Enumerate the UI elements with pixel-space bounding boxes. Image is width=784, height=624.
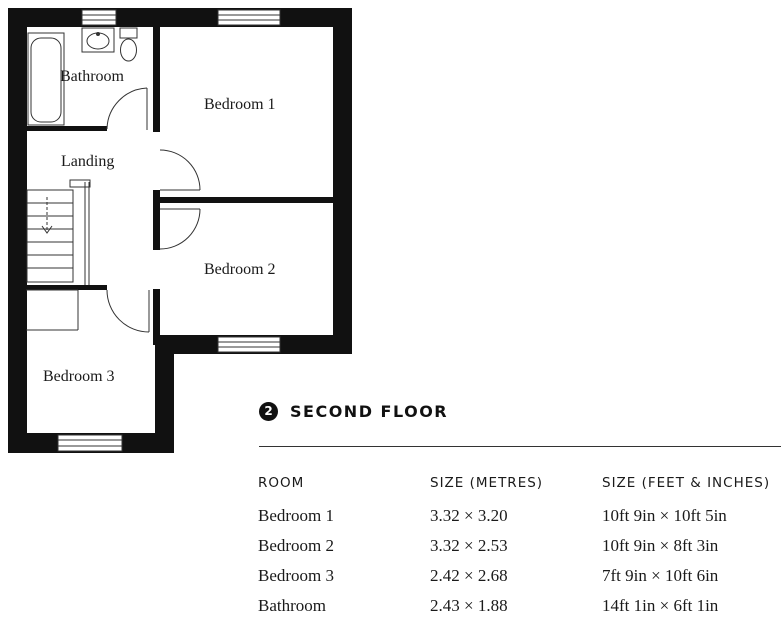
table-row: Bedroom 2 3.32 × 2.53 10ft 9in × 8ft 3in bbox=[258, 531, 782, 561]
room-label-bedroom-1: Bedroom 1 bbox=[204, 96, 276, 113]
room-label-bedroom-3: Bedroom 3 bbox=[43, 368, 115, 385]
window-bedroom-1 bbox=[217, 9, 281, 26]
size-feet-cell: 7ft 9in × 10ft 6in bbox=[602, 566, 719, 585]
doors bbox=[106, 87, 201, 333]
column-header-size-metres: SIZE (METRES) bbox=[430, 475, 544, 491]
windows bbox=[57, 9, 281, 452]
window-bedroom-3 bbox=[57, 434, 123, 452]
size-metres-cell: 2.42 × 2.68 bbox=[430, 566, 508, 585]
room-name-cell: Bedroom 1 bbox=[258, 506, 335, 525]
floor-title: 2 SECOND FLOOR bbox=[259, 399, 448, 423]
room-name-cell: Bathroom bbox=[258, 596, 326, 615]
door-bedroom-1 bbox=[159, 149, 201, 191]
floor-plan: Bathroom Bedroom 1 Landing Bedroom 2 Bed… bbox=[8, 8, 352, 453]
column-header-size-feet: SIZE (FEET & INCHES) bbox=[602, 475, 771, 491]
table-row: Bathroom 2.43 × 1.88 14ft 1in × 6ft 1in bbox=[258, 591, 782, 621]
column-header-room: ROOM bbox=[258, 475, 305, 491]
divider bbox=[259, 446, 781, 447]
door-bedroom-2 bbox=[159, 208, 201, 250]
interior-walls bbox=[27, 27, 333, 345]
size-feet-cell: 10ft 9in × 10ft 5in bbox=[602, 506, 727, 525]
size-metres-cell: 3.32 × 3.20 bbox=[430, 506, 508, 525]
size-feet-cell: 14ft 1in × 6ft 1in bbox=[602, 596, 719, 615]
window-bathroom bbox=[81, 9, 117, 26]
size-feet-cell: 10ft 9in × 8ft 3in bbox=[602, 536, 719, 555]
door-bedroom-3 bbox=[106, 289, 150, 333]
table-row: Bedroom 1 3.32 × 3.20 10ft 9in × 10ft 5i… bbox=[258, 501, 782, 531]
window-bedroom-2 bbox=[217, 336, 281, 353]
room-name-cell: Bedroom 2 bbox=[258, 536, 335, 555]
door-bathroom bbox=[106, 87, 148, 130]
room-name-cell: Bedroom 3 bbox=[258, 566, 335, 585]
size-metres-cell: 2.43 × 1.88 bbox=[430, 596, 508, 615]
staircase bbox=[26, 179, 91, 331]
table-row: Bedroom 3 2.42 × 2.68 7ft 9in × 10ft 6in bbox=[258, 561, 782, 591]
room-label-landing: Landing bbox=[61, 153, 114, 170]
toilet-icon bbox=[119, 27, 138, 62]
table-header-row: ROOM SIZE (METRES) SIZE (FEET & INCHES) bbox=[258, 474, 782, 501]
floor-number-badge: 2 bbox=[259, 401, 278, 421]
floor-name: SECOND FLOOR bbox=[290, 401, 449, 421]
room-label-bedroom-2: Bedroom 2 bbox=[204, 261, 276, 278]
bathtub-icon bbox=[27, 32, 65, 126]
room-sizes-table: ROOM SIZE (METRES) SIZE (FEET & INCHES) … bbox=[258, 474, 782, 621]
sink-icon bbox=[81, 27, 115, 53]
size-metres-cell: 3.32 × 2.53 bbox=[430, 536, 508, 555]
room-label-bathroom: Bathroom bbox=[60, 68, 125, 85]
stair-direction-arrow-icon bbox=[41, 197, 53, 234]
